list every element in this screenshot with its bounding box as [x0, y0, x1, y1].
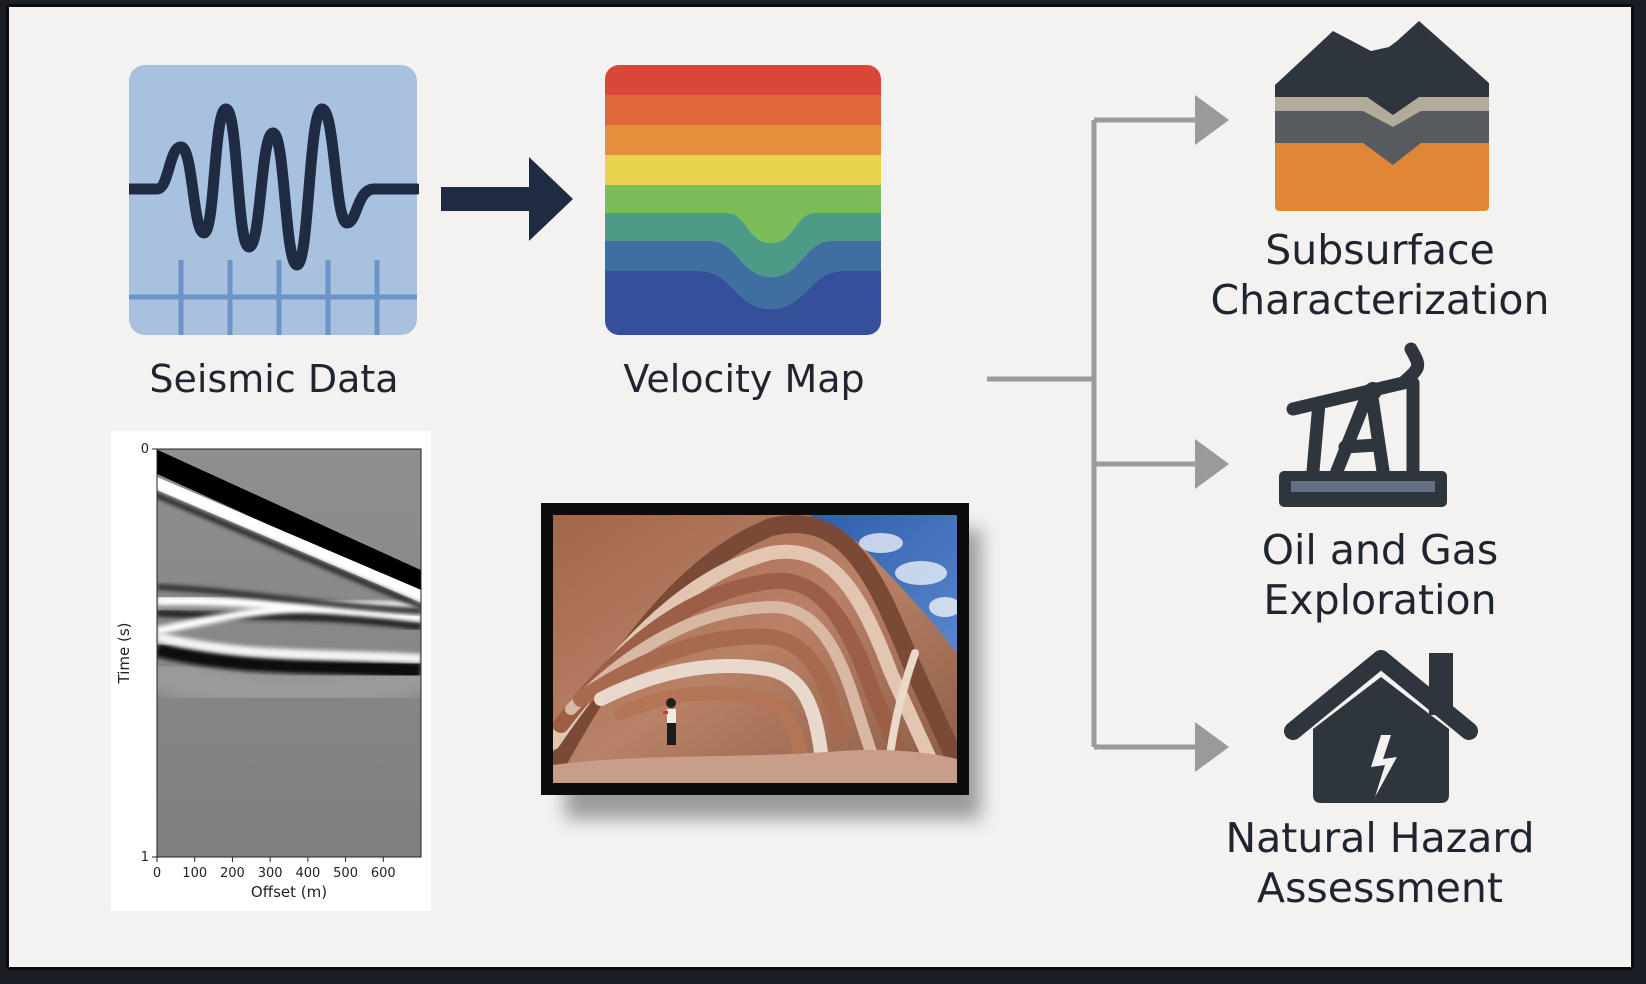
- folded-rock-outcrop-image: [541, 503, 981, 819]
- x-tick-label: 400: [295, 866, 320, 881]
- y-tick-label: 1: [141, 850, 149, 865]
- seismic-data-label: Seismic Data: [149, 357, 399, 401]
- gather-ylabel: Time (s): [115, 623, 133, 685]
- x-tick-label: 200: [220, 866, 245, 881]
- x-tick-label: 0: [153, 866, 161, 881]
- x-tick-label: 500: [333, 866, 358, 881]
- velocity-map-icon: [605, 65, 881, 335]
- x-tick-label: 300: [258, 866, 283, 881]
- natural-hazard-assessment-label: Natural Hazard Assessment: [1205, 813, 1555, 913]
- app-line2: Exploration: [1263, 576, 1497, 624]
- house-lightning-icon: [1284, 650, 1478, 803]
- oil-pumpjack-icon: [1279, 342, 1447, 507]
- app-line2: Assessment: [1257, 864, 1503, 912]
- arrow-right-icon: [441, 157, 573, 241]
- diagram-canvas: Seismic Data Velocity Map: [6, 4, 1634, 970]
- layered-terrain-icon: [1275, 21, 1489, 211]
- app-line1: Natural Hazard: [1225, 814, 1535, 862]
- app-line1: Oil and Gas: [1261, 526, 1499, 574]
- x-tick-label: 100: [182, 866, 207, 881]
- branch-connector: [987, 95, 1229, 772]
- velocity-map-label: Velocity Map: [623, 357, 865, 401]
- y-tick-label: 0: [141, 442, 149, 457]
- subsurface-characterization-label: Subsurface Characterization: [1205, 225, 1555, 325]
- seismic-wave-icon: [129, 65, 419, 335]
- x-tick-label: 600: [371, 866, 396, 881]
- gather-xlabel: Offset (m): [251, 883, 327, 901]
- oil-and-gas-exploration-label: Oil and Gas Exploration: [1205, 525, 1555, 625]
- app-line1: Subsurface: [1265, 226, 1495, 274]
- app-line2: Characterization: [1210, 276, 1550, 324]
